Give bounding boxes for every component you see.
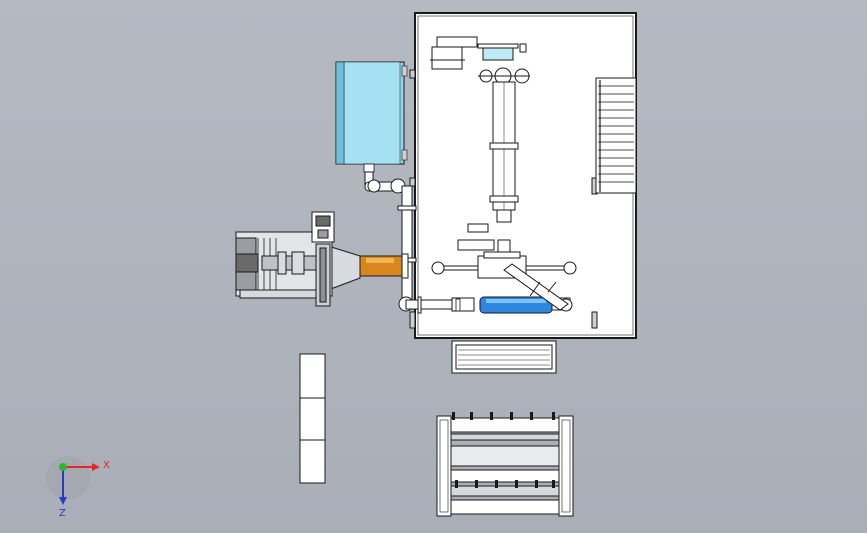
blue-pipe[interactable] (451, 296, 573, 314)
x-axis-label: X (103, 460, 110, 471)
z-axis-label: Z (59, 508, 66, 519)
roller-cart[interactable] (436, 412, 574, 517)
pump-nozzle[interactable] (327, 245, 409, 291)
cross-pipes[interactable] (431, 223, 577, 311)
axis-triad: X Z (46, 456, 110, 519)
vertical-column[interactable] (489, 81, 519, 223)
stacked-boxes[interactable] (299, 353, 326, 484)
y-axis-dot-icon (59, 463, 67, 471)
z-axis-arrow-icon (59, 497, 67, 505)
staircase[interactable] (595, 77, 637, 194)
motor-assembly[interactable] (235, 211, 335, 307)
x-axis-arrow-icon (92, 463, 100, 471)
top-mechanism[interactable] (430, 36, 530, 85)
water-tank[interactable] (335, 61, 408, 173)
filter-tray[interactable] (451, 340, 557, 374)
